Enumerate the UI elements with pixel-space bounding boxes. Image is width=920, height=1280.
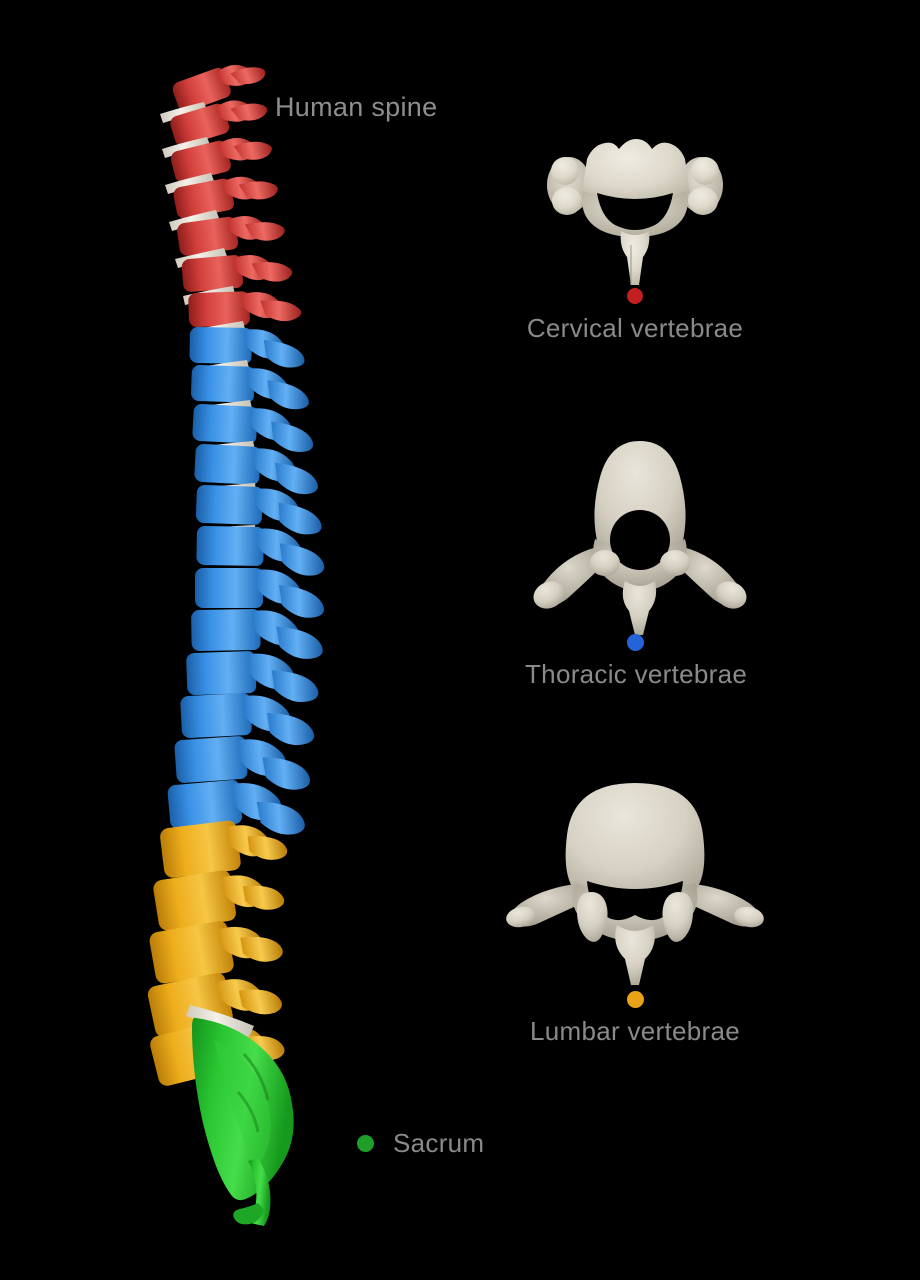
legend-label-lumbar: Lumbar vertebrae xyxy=(529,1016,741,1046)
legend-dot-cervical xyxy=(627,288,643,304)
spine-region-sacrum xyxy=(186,1005,294,1226)
spine-region-lumbar xyxy=(147,820,288,1086)
legend-label-sacrum: Sacrum xyxy=(393,1128,485,1158)
page-title: Human spine xyxy=(275,92,438,122)
spine-region-cervical xyxy=(160,64,302,327)
legend-sacrum: Sacrum xyxy=(357,1128,484,1159)
legend-dot-lumbar xyxy=(627,991,644,1008)
spine-region-thoracic xyxy=(167,321,325,835)
spine-column-graphic xyxy=(147,64,325,1226)
legend-dot-thoracic xyxy=(627,634,644,651)
legend-label-thoracic: Thoracic vertebrae xyxy=(525,659,748,689)
legend-label-cervical: Cervical vertebrae xyxy=(526,313,744,343)
cervical-vertebra-model xyxy=(547,139,723,285)
lumbar-vertebra-model xyxy=(506,783,764,985)
thoracic-vertebra-model xyxy=(533,441,747,635)
legend-dot-sacrum xyxy=(357,1135,374,1152)
